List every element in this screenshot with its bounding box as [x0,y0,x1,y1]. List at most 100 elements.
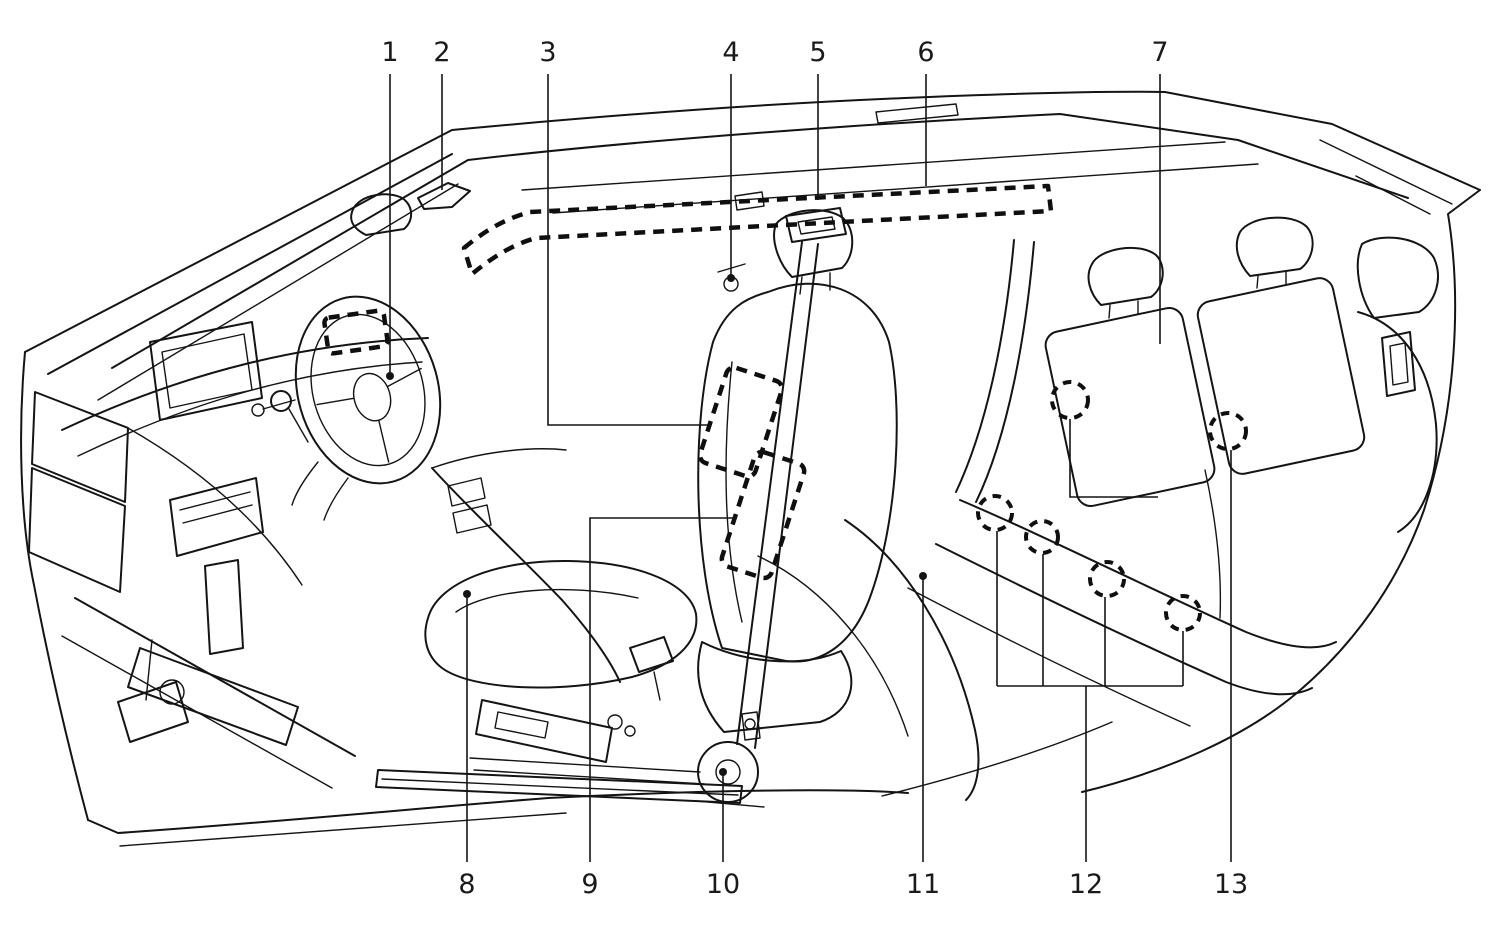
front-seat-side-airbag-upper-marker [697,365,785,479]
rear-handle-inner [1389,342,1409,386]
a-pillar-inner [97,183,459,401]
center-vent-slat-2 [182,504,253,524]
headliner-line-2 [552,163,1259,214]
rear-buckle-sensor-3-marker [1088,560,1126,598]
leader-dot-8 [463,590,471,598]
callout-label-11: 11 [906,869,940,900]
callout-label-12: 12 [1069,869,1103,900]
left-vent-upper [31,391,129,503]
rear-headrest-2 [1235,216,1314,277]
seatbelt-strap [736,241,819,749]
center-console-body [431,467,621,683]
right-body-edge [1081,189,1481,793]
callout-label-10: 10 [706,869,740,900]
headrest [773,209,854,278]
callout-label-6: 6 [917,37,934,68]
inner-roofline [111,113,1409,369]
belt-upper-anchor [785,207,847,243]
seat-adjuster-knob-1 [607,714,623,730]
belt-retractor-stem [741,711,761,741]
console-button-1 [447,477,486,507]
steering-rim-outer [294,295,442,485]
brake-pedal [117,681,189,743]
seat-cushion-inner [455,588,639,613]
seat-cushion [424,559,698,689]
callout-label-3: 3 [539,37,556,68]
rear-seatback-panel-2 [1196,277,1366,475]
rear-cushion-divider [1204,469,1222,619]
rear-headrest-1-posts [1108,300,1139,319]
callout-label-8: 8 [458,869,475,900]
visor-sensor [417,182,471,210]
rear-cushion-top-edge [959,499,1337,649]
front-floor-edge-2 [119,812,567,847]
left-body-edge [20,351,89,821]
callout-label-5: 5 [809,37,826,68]
rear-sill [881,721,1113,797]
stalk-line [262,399,296,410]
pedal-arm [145,639,153,701]
steering-wheel [291,295,442,521]
curtain-airbag-marker [461,183,1054,277]
headrest-posts [799,272,831,295]
door-armrest [127,647,299,746]
rear-headrest-2-posts [1256,271,1287,289]
b-pillar [955,239,1035,503]
shifter-knob [270,390,292,412]
rear-buckle-sensor-1-marker [976,494,1014,532]
rear-seatback-panel-1 [1044,306,1216,508]
front-seat-side-airbag-lower-marker [719,449,807,581]
leader-line-9 [589,517,737,862]
rear-headrest-1 [1087,247,1164,306]
headliner-line-1 [521,141,1226,191]
leader-dot-11 [919,572,927,580]
belt-upper-anchor-slot [797,216,836,235]
seat-adjuster-knob-2 [624,725,636,737]
callout-label-2: 2 [433,37,450,68]
rear-quarter-line-2 [1355,175,1431,215]
shifter-stem [288,408,309,443]
belt-retractor-bolt [744,718,756,730]
windshield-and-mirror [47,153,471,401]
rear-seat [907,216,1439,727]
center-vent [169,477,264,557]
seat-adjuster-panel [475,699,613,763]
belt-retractor-hub [715,759,741,785]
rear-cushion-front-edge [935,543,1313,696]
sill-trim-inner [381,778,739,796]
steering-column [291,461,349,521]
roof-console [734,191,765,211]
rear-quarter-line-1 [1319,139,1453,205]
belt-buckle [629,636,674,673]
front-floor-edge [87,789,909,834]
instrument-cluster [149,321,263,421]
rear-floor-line-2 [757,555,909,737]
door-handle [159,679,185,705]
callout-label-4: 4 [722,37,739,68]
dashboard [28,321,429,593]
callout-label-1: 1 [381,37,398,68]
dash-top-edge [61,337,429,431]
rear-seat-sensor-right-marker [1208,411,1248,451]
rear-cushion-lower-edge [907,587,1191,727]
seat-adjuster-switch [494,711,549,739]
seatback-inner [725,361,743,623]
car-interior-line-art [20,90,1481,847]
rear-buckle-sensor-2-marker [1024,519,1060,555]
left-vent-lower [28,467,126,593]
rear-floor-line-1 [844,519,980,801]
callout-label-13: 13 [1214,869,1248,900]
center-console-top [431,448,567,469]
front-left-seat [424,559,705,785]
body-and-roof [20,90,1481,847]
callout-label-7: 7 [1151,37,1168,68]
steering-spokes [316,367,422,463]
seatback [697,282,898,663]
outer-roofline [24,90,1481,353]
seat-cushion-right [697,641,853,733]
rear-headrest-3 [1356,236,1439,319]
callout-label-9: 9 [581,869,598,900]
leader-dot-1 [386,372,394,380]
dashed-markers-layer [322,183,1248,632]
